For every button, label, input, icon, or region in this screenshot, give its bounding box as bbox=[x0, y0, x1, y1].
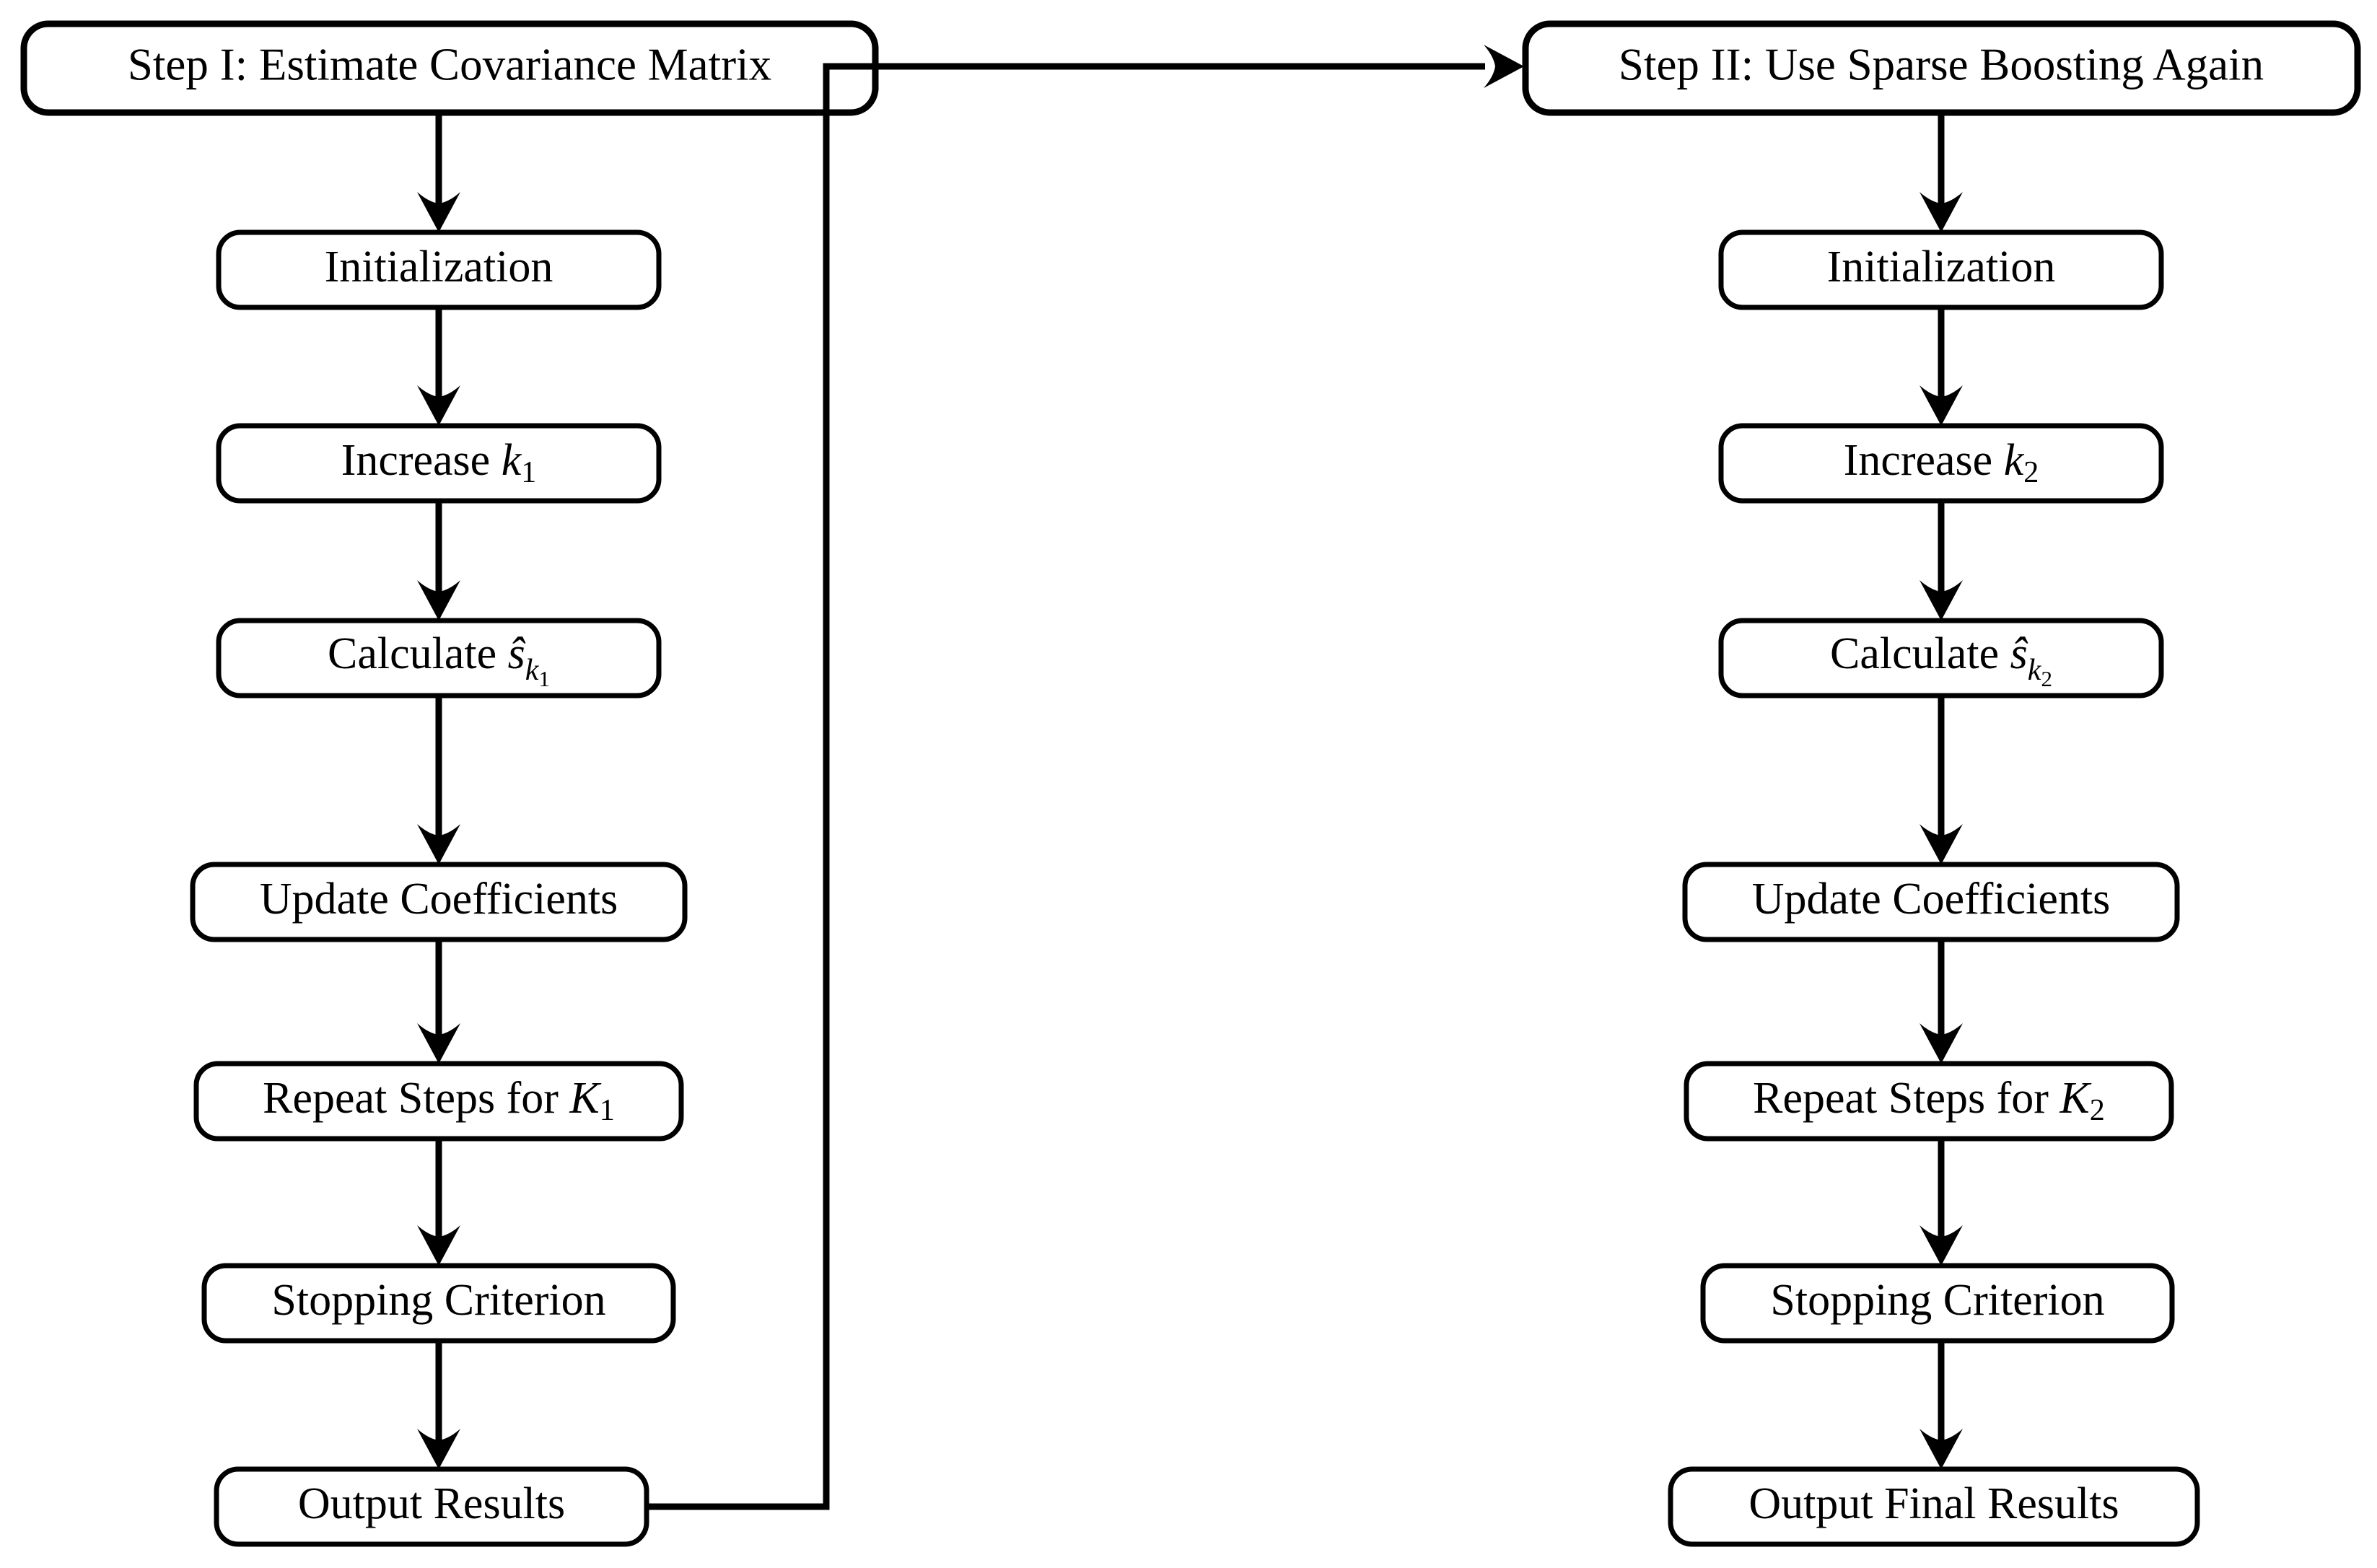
edge-step1-header-to-initialization bbox=[417, 113, 460, 232]
node-label: Repeat Steps for K2 bbox=[1753, 1074, 2105, 1126]
edge-output-results-to-step-2 bbox=[647, 45, 1524, 1510]
edge-increase-k2-to-calculate-s-k2 bbox=[1919, 501, 1963, 621]
node-output-final-results[interactable]: Output Final Results bbox=[1668, 1466, 2200, 1547]
node-calculate-s-k2[interactable]: Calculate ŝk2 bbox=[1718, 618, 2164, 698]
node-label: Calculate ŝk1 bbox=[328, 629, 550, 691]
node-label: Step I: Estimate Covariance Matrix bbox=[128, 39, 771, 89]
node-repeat-steps-k1[interactable]: Repeat Steps for K1 bbox=[193, 1061, 684, 1142]
node-label: Output Results bbox=[298, 1479, 565, 1528]
edge-initialization-2-to-increase-k2 bbox=[1919, 307, 1963, 426]
node-label: Repeat Steps for K1 bbox=[263, 1074, 615, 1126]
edge-stopping-criterion-1-to-output-results bbox=[417, 1341, 460, 1469]
node-stopping-criterion-1[interactable]: Stopping Criterion bbox=[201, 1263, 676, 1344]
edge-stopping-criterion-2-to-output-final-results bbox=[1919, 1341, 1963, 1469]
node-repeat-steps-k2[interactable]: Repeat Steps for K2 bbox=[1684, 1061, 2174, 1142]
edge-repeat-steps-k1-to-stopping-criterion-1 bbox=[417, 1139, 460, 1266]
edge-step2-header-to-initialization-2 bbox=[1919, 113, 1963, 232]
node-initialization-2[interactable]: Initialization bbox=[1718, 229, 2164, 310]
edge-update-coefficients-2-to-repeat-steps-k2 bbox=[1919, 940, 1963, 1064]
node-output-results[interactable]: Output Results bbox=[214, 1466, 649, 1547]
node-update-coefficients-1[interactable]: Update Coefficients bbox=[190, 862, 688, 942]
edge-increase-k1-to-calculate-s-k1 bbox=[417, 501, 460, 621]
node-step-1-header[interactable]: Step I: Estimate Covariance Matrix bbox=[20, 20, 879, 116]
edge-calculate-s-k2-to-update-coefficients-2 bbox=[1919, 696, 1963, 864]
node-label: Calculate ŝk2 bbox=[1830, 629, 2052, 691]
node-label: Update Coefficients bbox=[1752, 875, 2110, 924]
node-label: Stopping Criterion bbox=[1770, 1276, 2104, 1325]
node-label: Increase k2 bbox=[1844, 436, 2039, 489]
edge-update-coefficients-1-to-repeat-steps-k1 bbox=[417, 940, 460, 1064]
node-box bbox=[1668, 1466, 2200, 1547]
node-increase-k2[interactable]: Increase k2 bbox=[1718, 423, 2164, 504]
node-increase-k1[interactable]: Increase k1 bbox=[216, 423, 662, 504]
edge-calculate-s-k1-to-update-coefficients-1 bbox=[417, 696, 460, 864]
node-box bbox=[1700, 1263, 2175, 1344]
node-stopping-criterion-2[interactable]: Stopping Criterion bbox=[1700, 1263, 2175, 1344]
node-box bbox=[1684, 1061, 2174, 1142]
edge-repeat-steps-k2-to-stopping-criterion-2 bbox=[1919, 1139, 1963, 1266]
node-label: Increase k1 bbox=[341, 436, 537, 489]
node-label: Initialization bbox=[1827, 242, 2056, 292]
node-label: Step II: Use Sparse Boosting Again bbox=[1619, 39, 2264, 89]
node-update-coefficients-2[interactable]: Update Coefficients bbox=[1682, 862, 2180, 942]
node-label: Initialization bbox=[325, 242, 553, 292]
node-label: Stopping Criterion bbox=[271, 1276, 605, 1325]
node-label: Output Final Results bbox=[1748, 1479, 2119, 1528]
node-step-2-header[interactable]: Step II: Use Sparse Boosting Again bbox=[1522, 20, 2361, 116]
node-calculate-s-k1[interactable]: Calculate ŝk1 bbox=[216, 618, 662, 698]
node-label: Update Coefficients bbox=[260, 875, 618, 924]
edge-initialization-1-to-increase-k1 bbox=[417, 307, 460, 426]
node-box bbox=[1682, 862, 2180, 942]
node-initialization-1[interactable]: Initialization bbox=[216, 229, 662, 310]
